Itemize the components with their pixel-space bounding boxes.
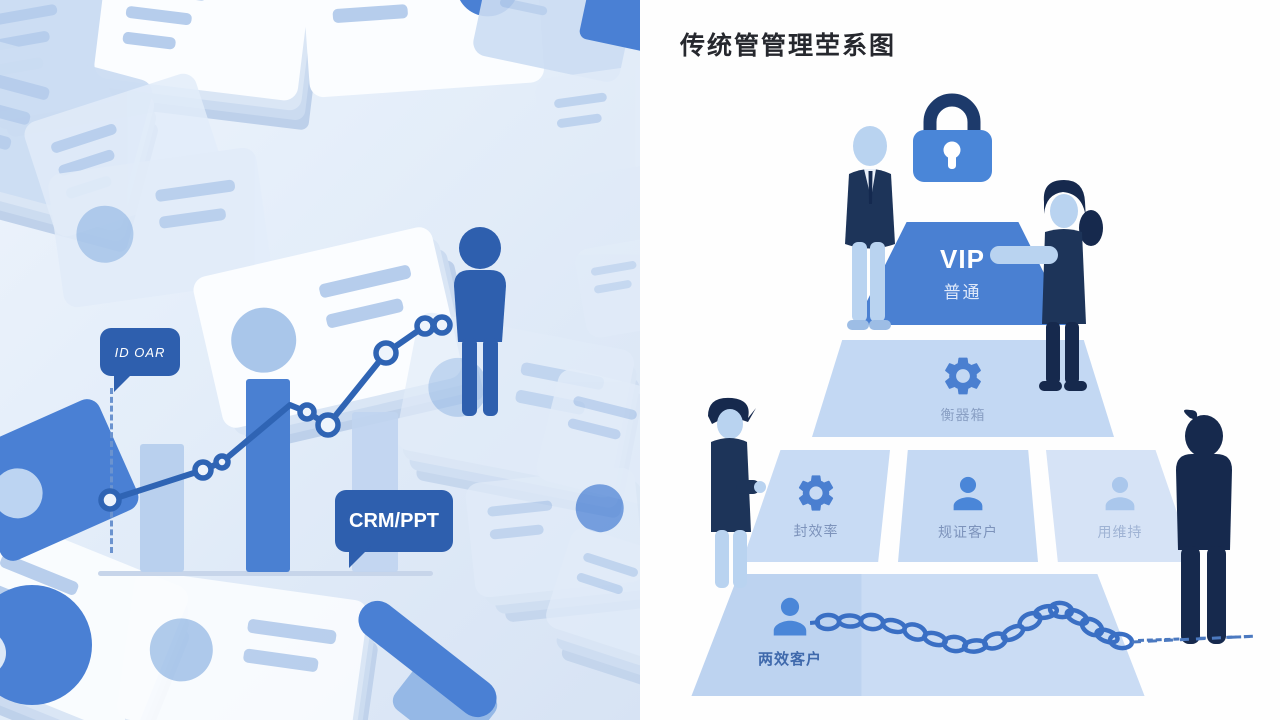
card-text-stripe xyxy=(489,524,545,540)
chain-icon xyxy=(810,600,1259,654)
card-text-stripe xyxy=(128,0,208,2)
lock-icon xyxy=(900,84,1005,184)
card-text-stripe xyxy=(590,260,638,277)
card-text-stripe xyxy=(0,124,13,151)
business-card xyxy=(533,60,640,180)
card-text-stripe xyxy=(553,92,608,109)
diagram-title: 传统管管理茔系图 xyxy=(680,32,897,60)
pyramid-tier3-middle: 规证客户 xyxy=(898,450,1038,562)
pyramid-tier-2: 衡器箱 xyxy=(812,340,1114,437)
card-text-stripe xyxy=(593,279,633,294)
card-text-stripe xyxy=(246,618,337,645)
card-text-stripe xyxy=(572,395,638,421)
speech-bubble-top-text: ID OAR xyxy=(114,344,166,360)
person-silhouette-left xyxy=(454,227,506,416)
card-text-stripe xyxy=(499,0,548,17)
pyramid-tier4-content: 两效客户 xyxy=(735,590,845,669)
card-text-stripe xyxy=(242,648,319,673)
tier3-left-label: 封效率 xyxy=(793,523,839,539)
card-text-stripe xyxy=(0,68,51,101)
tier3-mid-label: 规证客户 xyxy=(938,524,998,540)
gear-icon xyxy=(798,475,834,511)
person-icon xyxy=(1105,476,1135,511)
card-text-stripe xyxy=(486,500,553,517)
pyramid-tier3-left: 封效率 xyxy=(742,450,890,562)
card-avatar-circle xyxy=(0,460,51,527)
card-text-stripe xyxy=(566,417,622,441)
dark-figure-right xyxy=(1176,409,1232,644)
business-card xyxy=(115,569,370,720)
chart-baseline xyxy=(98,571,433,576)
man-figure-bottom-left xyxy=(708,397,766,588)
speech-bubble-top: ID OAR xyxy=(100,328,180,392)
gear-icon xyxy=(945,357,981,394)
card-text-stripe xyxy=(582,551,640,579)
card-text-stripe xyxy=(154,179,236,203)
tier4-label: 两效客户 xyxy=(757,651,822,668)
tier2-label: 衡器箱 xyxy=(940,406,986,423)
left-panel-business-cards-scene: ID OAR CRM/PPT xyxy=(0,0,640,720)
card-text-stripe xyxy=(122,31,177,50)
bar-1 xyxy=(140,444,184,572)
card-text-stripe xyxy=(332,4,409,24)
tier1-label-putong: 普通 xyxy=(943,283,982,302)
speech-bubble-crm-ppt: CRM/PPT xyxy=(335,490,453,568)
blue-circle-bite xyxy=(0,630,6,676)
blue-circle-decoration xyxy=(0,585,92,705)
card-avatar-circle xyxy=(145,614,217,686)
business-card xyxy=(573,230,640,340)
pyramid-tier4-base xyxy=(691,574,1145,696)
card-avatar-circle xyxy=(72,202,138,267)
card-text-stripe xyxy=(125,5,193,26)
card-text-stripe xyxy=(0,3,58,28)
card-text-stripe xyxy=(318,264,412,299)
person-icon xyxy=(953,476,983,511)
card-text-stripe xyxy=(0,96,32,126)
tier1-label-vip: VIP xyxy=(940,244,985,274)
woman-figure xyxy=(990,180,1103,391)
card-text-stripe xyxy=(158,207,227,229)
card-avatar-circle xyxy=(573,481,627,535)
speech-bubble-crm-ppt-text: CRM/PPT xyxy=(349,509,439,532)
suit-man-figure xyxy=(845,126,895,330)
right-panel-management-diagram: 传统管管理茔系图 VIP 普通 衡器箱 封效率 xyxy=(640,0,1280,720)
growth-line-chart xyxy=(98,314,453,512)
card-text-stripe xyxy=(556,113,603,129)
tier3-right-label: 用维持 xyxy=(1097,524,1143,540)
person-icon xyxy=(773,597,807,636)
dashed-drop-line xyxy=(110,388,113,553)
card-text-stripe xyxy=(575,571,625,596)
